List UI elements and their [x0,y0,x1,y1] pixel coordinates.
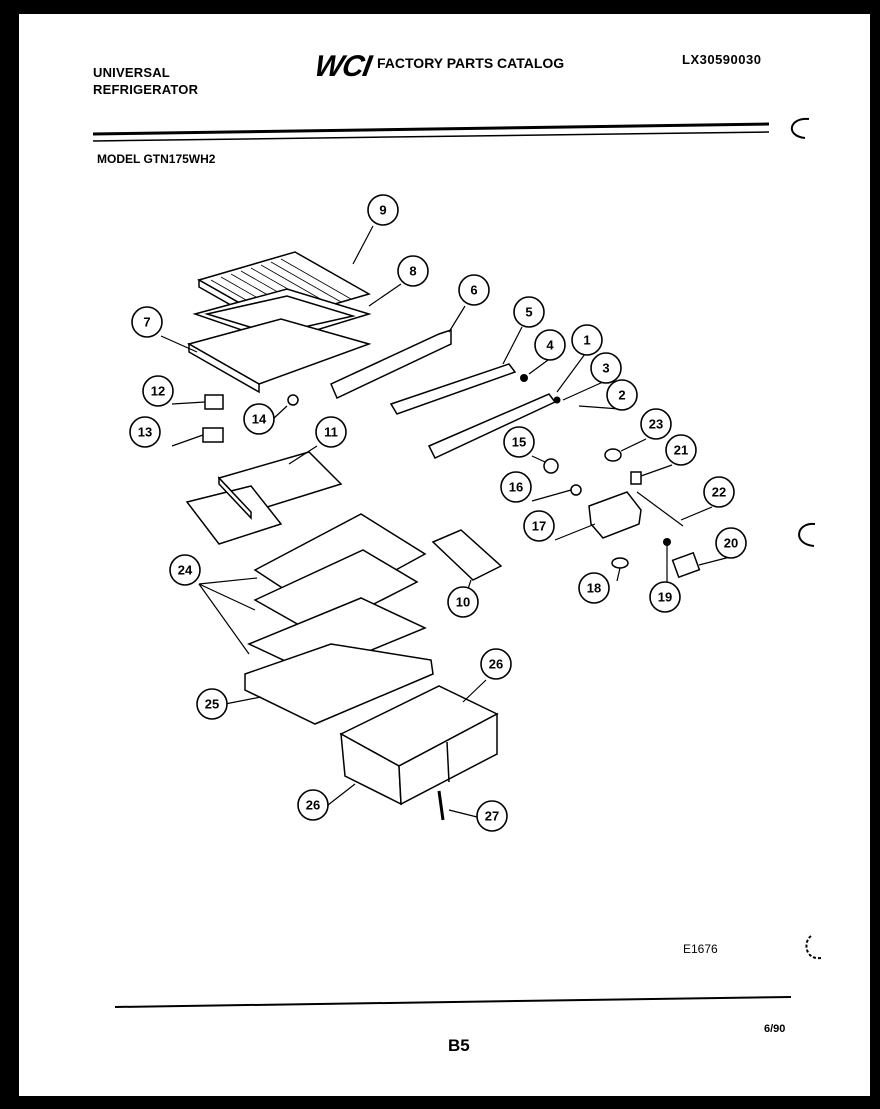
callout-27: 27 [476,800,508,832]
part-4-screw [520,374,528,382]
part-5-rail [389,363,517,415]
part-13-socket [202,427,224,443]
callout-3: 3 [590,352,622,384]
callout-26-left: 26 [297,789,329,821]
part-27-clip [437,790,445,821]
svg-text:9: 9 [379,203,386,218]
model-label: MODEL GTN175WH2 [97,152,216,166]
callout-14: 14 [243,403,275,435]
part-3-spacer [553,396,561,404]
part-25-shelf-frame [244,643,434,725]
svg-text:5: 5 [525,305,532,320]
binder-hole-bottom [805,935,822,960]
part-20-plate [671,551,701,579]
svg-text:22: 22 [712,485,726,500]
exploded-parts-diagram: 9 8 7 6 5 4 1 3 2 12 13 14 11 15 23 21 1… [92,117,822,1008]
callout-17: 17 [523,510,555,542]
svg-text:12: 12 [151,384,165,399]
part-23-thermostat [604,448,622,462]
part-10-ice-tray [431,529,503,581]
callout-2: 2 [606,379,638,411]
document-number: LX30590030 [682,52,762,67]
callout-6: 6 [458,274,490,306]
svg-text:15: 15 [512,435,526,450]
svg-text:21: 21 [674,443,688,458]
svg-text:3: 3 [602,361,609,376]
callout-12: 12 [142,375,174,407]
svg-text:2: 2 [618,388,625,403]
callout-25: 25 [196,688,228,720]
callout-4: 4 [534,329,566,361]
callout-24: 24 [169,554,201,586]
part-26-crisper-drawers [339,685,499,806]
svg-text:20: 20 [724,536,738,551]
svg-text:4: 4 [546,338,554,353]
drawing-code: E1676 [683,942,718,956]
part-18-knob [611,557,629,569]
part-6-bracket [330,328,452,400]
svg-text:23: 23 [649,417,663,432]
callout-8: 8 [397,255,429,287]
part-15-bulb [543,458,559,474]
part-24-glass-shelves [247,513,427,675]
svg-text:13: 13 [138,425,152,440]
callout-16: 16 [500,471,532,503]
callout-7: 7 [131,306,163,338]
binder-hole-top [791,117,810,139]
brand-line2: REFRIGERATOR [93,82,199,97]
svg-text:8: 8 [409,264,416,279]
svg-text:6: 6 [470,283,477,298]
brand-block: UNIVERSAL REFRIGERATOR [93,64,198,98]
svg-text:19: 19 [658,590,672,605]
svg-text:16: 16 [509,480,523,495]
callout-26-right: 26 [480,648,512,680]
callout-10: 10 [447,586,479,618]
part-17-housing [588,491,642,539]
part-16-socket [570,484,582,496]
callout-19: 19 [649,581,681,613]
part-21-clip [630,471,642,485]
svg-text:25: 25 [205,697,219,712]
callout-21: 21 [665,434,697,466]
callout-18: 18 [578,572,610,604]
svg-text:17: 17 [532,519,546,534]
svg-text:1: 1 [583,333,590,348]
svg-text:7: 7 [143,315,150,330]
header-rule [92,122,770,142]
catalog-title: FACTORY PARTS CATALOG [377,55,565,71]
part-7-shelf-pan [187,318,372,394]
callout-22: 22 [703,476,735,508]
brand-line1: UNIVERSAL [93,65,170,80]
revision-date: 6/90 [764,1023,786,1035]
svg-text:10: 10 [456,595,470,610]
svg-text:11: 11 [324,425,338,440]
catalog-sheet: UNIVERSAL REFRIGERATOR WCI FACTORY PARTS… [19,14,870,1096]
svg-text:24: 24 [178,563,193,578]
callout-13: 13 [129,416,161,448]
callout-11: 11 [315,416,347,448]
callout-20: 20 [715,527,747,559]
callout-23: 23 [640,408,672,440]
footer-rule [114,996,792,1008]
svg-text:26: 26 [489,657,503,672]
callout-15: 15 [503,426,535,458]
callout-5: 5 [513,296,545,328]
page-number: B5 [448,1036,470,1055]
part-1-rail [427,393,557,459]
binder-hole-middle [798,522,816,547]
part-19-screw [663,538,671,546]
svg-text:14: 14 [252,412,267,427]
part-12-switch [204,394,224,410]
svg-text:27: 27 [485,809,499,824]
part-14-knob [287,394,299,406]
svg-text:18: 18 [587,581,601,596]
svg-text:26: 26 [306,798,320,813]
part-22-wire [636,491,684,527]
part-11-shelf-rack [185,451,343,545]
callout-9: 9 [367,194,399,226]
callout-1: 1 [571,324,603,356]
